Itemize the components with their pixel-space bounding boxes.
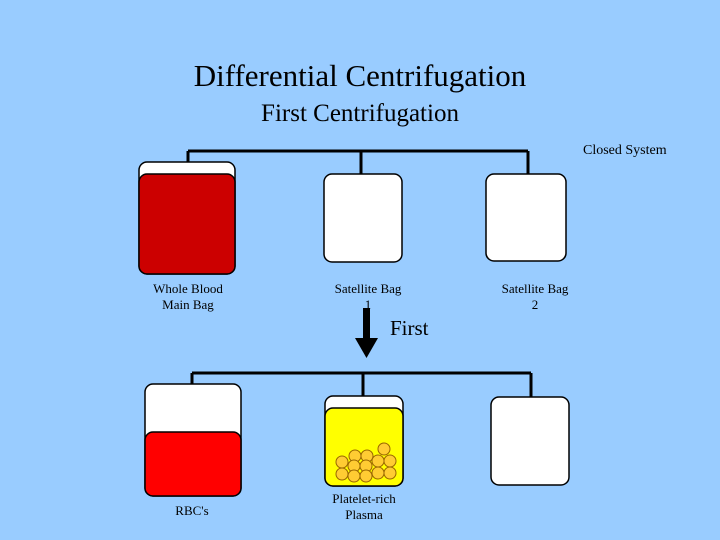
- main-bag-label: Whole Blood Main Bag: [138, 281, 238, 313]
- whole-blood-main-bag: [138, 161, 236, 275]
- satellite-bag-1-label: Satellite Bag 1: [318, 281, 418, 313]
- platelet-cluster: [335, 442, 397, 483]
- satellite-bag-2-label-line2: 2: [531, 297, 539, 312]
- satellite-bag-2-label: Satellite Bag 2: [485, 281, 585, 313]
- down-arrow-icon: [355, 308, 378, 358]
- main-bag-label-line1: Whole Blood: [153, 281, 223, 296]
- platelet-rich-plasma-bag: [324, 395, 404, 487]
- platelet-rich-plasma-label: Platelet-rich Plasma: [314, 491, 414, 523]
- step-label: First: [390, 316, 429, 340]
- satellite-bag-1-label-line1: Satellite Bag: [334, 281, 402, 296]
- rbc-label: RBC's: [142, 503, 242, 519]
- satellite-bag-2-bottom: [490, 396, 570, 486]
- bottom-tubing: [190, 371, 533, 398]
- satellite-bag-2-label-line1: Satellite Bag: [501, 281, 569, 296]
- prp-label-line2: Plasma: [345, 507, 383, 522]
- satellite-bag-1-label-line2: 1: [364, 297, 372, 312]
- prp-label-line1: Platelet-rich: [332, 491, 396, 506]
- page-title: Differential Centrifugation: [193, 58, 527, 93]
- satellite-bag-1-top: [323, 173, 403, 263]
- rbc-main-bag: [144, 383, 242, 497]
- page-subtitle: First Centrifugation: [261, 100, 459, 127]
- rbc-label-line1: RBC's: [175, 503, 209, 518]
- main-bag-label-line2: Main Bag: [162, 297, 214, 312]
- satellite-bag-2-top: [485, 173, 567, 262]
- top-tubing: [186, 149, 530, 175]
- closed-system-label: Closed System: [583, 143, 667, 158]
